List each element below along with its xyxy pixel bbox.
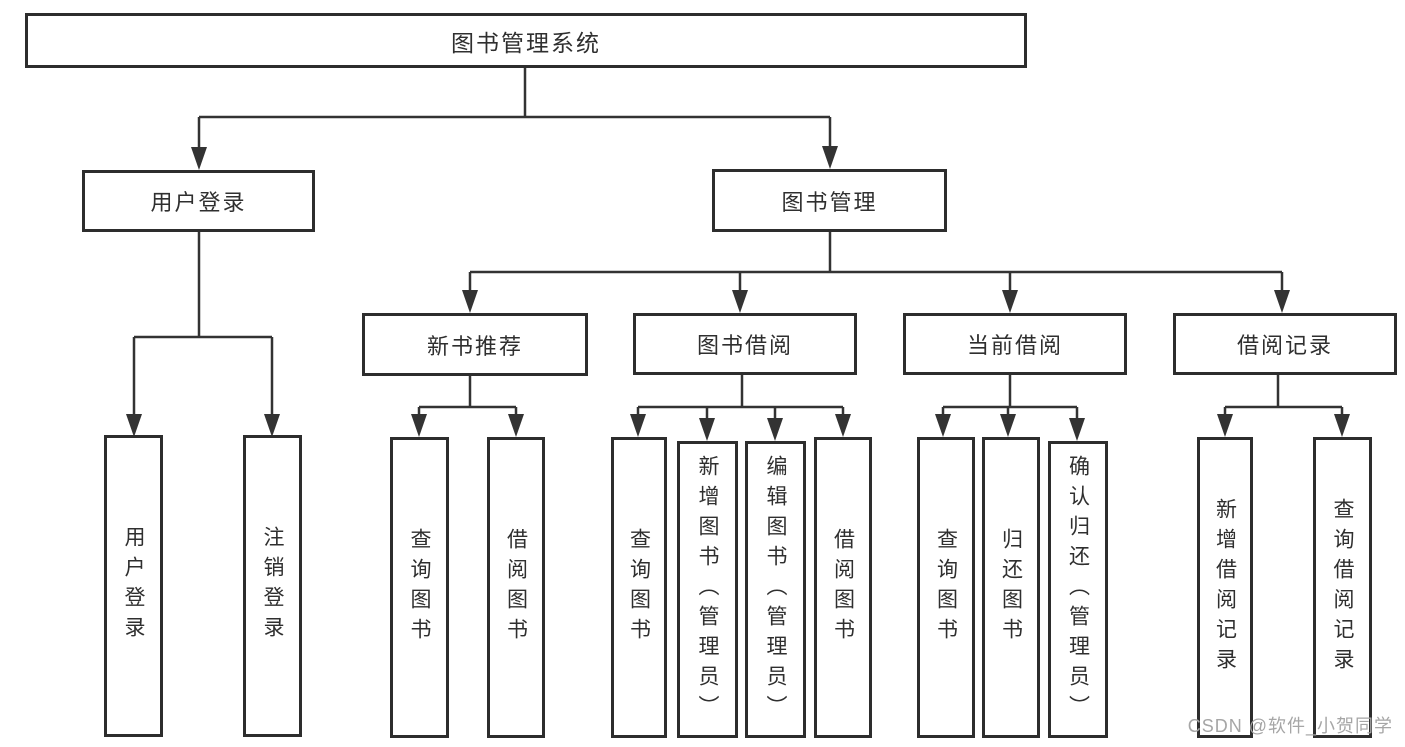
node-user-login-label: 用户登录 xyxy=(150,190,247,215)
leaf-borrow-books-borrowing: 借阅图书 xyxy=(814,437,872,738)
leaf-confirm-return-admin: 确认归还（管理员） xyxy=(1048,441,1108,738)
arrowhead xyxy=(1069,418,1085,441)
arrowhead xyxy=(462,290,478,313)
leaf-query-borrow-record-label: 查询借阅记录 xyxy=(1331,497,1355,678)
leaf-edit-book-admin-label: 编辑图书（管理员） xyxy=(764,454,788,725)
watermark: CSDN @软件_小贺同学 xyxy=(1187,716,1393,736)
arrowhead xyxy=(1000,414,1016,437)
arrowhead xyxy=(935,414,951,437)
leaf-edit-book-admin: 编辑图书（管理员） xyxy=(745,441,806,738)
leaf-add-book-admin: 新增图书（管理员） xyxy=(677,441,738,738)
arrowhead xyxy=(264,414,280,437)
node-new-book-recommend: 新书推荐 xyxy=(362,313,588,376)
arrowhead xyxy=(1002,290,1018,313)
node-user-login: 用户登录 xyxy=(82,170,315,232)
arrowhead xyxy=(835,414,851,437)
arrowhead xyxy=(630,414,646,437)
leaf-add-borrow-record-label: 新增借阅记录 xyxy=(1213,497,1237,678)
node-current-borrowing: 当前借阅 xyxy=(903,313,1127,375)
node-root-label: 图书管理系统 xyxy=(451,29,601,56)
node-book-management-label: 图书管理 xyxy=(781,189,878,215)
leaf-logout: 注销登录 xyxy=(243,435,302,737)
leaf-return-books-label: 归还图书 xyxy=(999,527,1023,648)
leaf-logout-label: 注销登录 xyxy=(261,526,285,646)
leaf-query-books-recommend: 查询图书 xyxy=(390,437,449,738)
leaf-borrow-books-recommend-label: 借阅图书 xyxy=(504,527,528,648)
node-book-management: 图书管理 xyxy=(712,169,947,232)
connector-path xyxy=(132,68,1344,425)
arrowhead xyxy=(1217,414,1233,437)
node-borrowing-records: 借阅记录 xyxy=(1173,313,1397,375)
node-current-borrowing-label: 当前借阅 xyxy=(966,333,1063,358)
arrowhead xyxy=(822,146,838,169)
leaf-query-books-current-label: 查询图书 xyxy=(934,527,958,648)
leaf-confirm-return-admin-label: 确认归还（管理员） xyxy=(1066,454,1090,725)
arrowheads xyxy=(126,146,1350,441)
node-borrowing-records-label: 借阅记录 xyxy=(1236,333,1333,358)
arrowhead xyxy=(699,418,715,441)
node-book-borrowing: 图书借阅 xyxy=(633,313,857,375)
arrowhead xyxy=(191,147,207,170)
arrowhead xyxy=(1274,290,1290,313)
leaf-user-login-label: 用户登录 xyxy=(122,526,146,646)
leaf-user-login: 用户登录 xyxy=(104,435,163,737)
leaf-borrow-books-borrowing-label: 借阅图书 xyxy=(831,527,855,648)
node-root: 图书管理系统 xyxy=(25,13,1027,68)
node-book-borrowing-label: 图书借阅 xyxy=(696,333,793,358)
leaf-query-books-recommend-label: 查询图书 xyxy=(408,527,432,648)
arrowhead xyxy=(508,414,524,437)
arrowhead xyxy=(411,414,427,437)
leaf-query-books-borrowing-label: 查询图书 xyxy=(627,527,651,648)
arrowhead xyxy=(1334,414,1350,437)
leaf-return-books: 归还图书 xyxy=(982,437,1040,738)
leaf-borrow-books-recommend: 借阅图书 xyxy=(487,437,545,738)
arrowhead xyxy=(126,414,142,437)
leaf-query-books-borrowing: 查询图书 xyxy=(611,437,667,738)
arrowhead xyxy=(767,418,783,441)
leaf-add-book-admin-label: 新增图书（管理员） xyxy=(696,454,720,725)
node-new-book-recommend-label: 新书推荐 xyxy=(426,333,523,359)
arrowhead xyxy=(732,290,748,313)
leaf-add-borrow-record: 新增借阅记录 xyxy=(1197,437,1253,738)
leaf-query-books-current: 查询图书 xyxy=(917,437,975,738)
leaf-query-borrow-record: 查询借阅记录 xyxy=(1313,437,1372,738)
